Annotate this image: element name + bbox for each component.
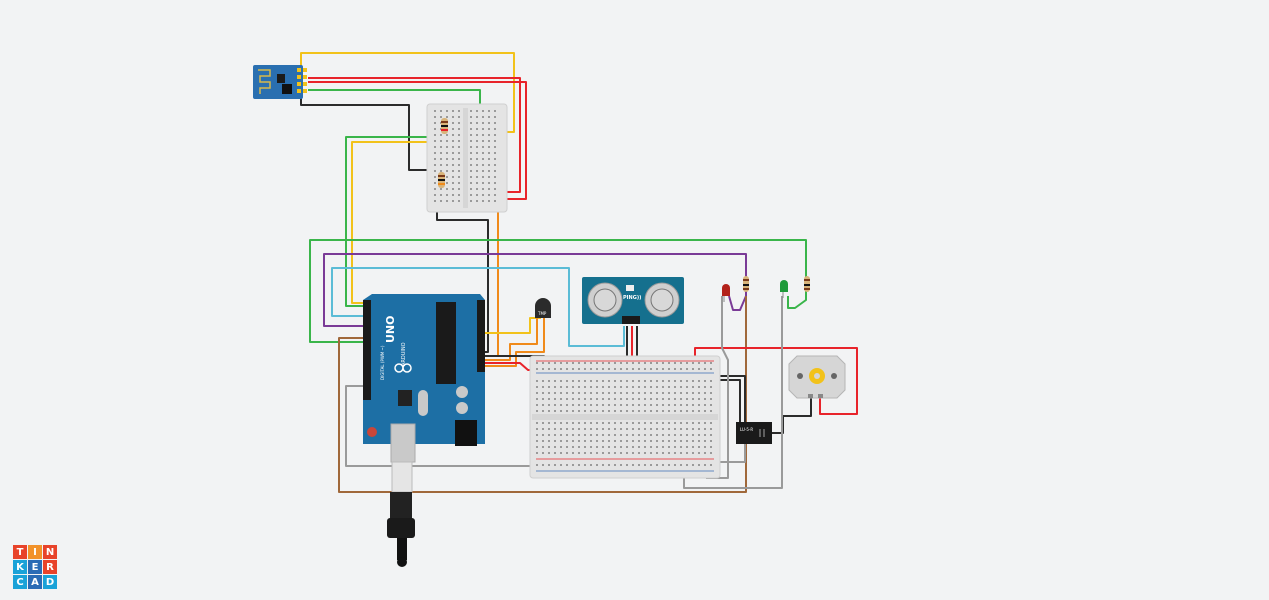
wire-gray-led <box>706 296 729 479</box>
tmp-sensor[interactable]: TMP <box>535 298 551 318</box>
wire-green-bb-arduino <box>345 136 438 307</box>
logo-letter: A <box>28 575 42 589</box>
esp8266-wifi-module[interactable] <box>253 65 307 99</box>
tinkercad-logo[interactable]: T I N K E R C A D <box>13 545 57 589</box>
wire-cyan-sensor <box>331 267 625 347</box>
ultrasonic-sensor[interactable]: PING)) <box>582 277 684 324</box>
arduino-uno-board[interactable]: UNO ARDUINO DIGITAL (PWM ~) <box>363 294 485 446</box>
logo-letter: I <box>28 545 42 559</box>
board-brand-label: ARDUINO <box>401 342 407 366</box>
wire-orange-tmp-2 <box>478 318 545 367</box>
resistor-2[interactable] <box>438 172 445 188</box>
digital-pins-label: DIGITAL (PWM ~) <box>380 345 385 380</box>
logo-letter: E <box>28 560 42 574</box>
logo-letter: R <box>43 560 57 574</box>
logo-letter: T <box>13 545 27 559</box>
reset-button[interactable] <box>367 427 377 437</box>
sensor-model-label: PING)) <box>623 295 641 301</box>
logo-letter: N <box>43 545 57 559</box>
wire-gray-gnd <box>345 385 545 467</box>
wire-black-motor <box>771 396 812 434</box>
resistor-1[interactable] <box>441 118 448 134</box>
wire-orange-tmp <box>478 318 538 361</box>
wire-black-esp <box>300 96 445 171</box>
usb-power-plug[interactable] <box>387 423 416 567</box>
wire-red-esp-1 <box>308 77 521 193</box>
small-breadboard[interactable] <box>426 103 508 213</box>
logo-letter: K <box>13 560 27 574</box>
board-name-label: UNO <box>384 316 397 344</box>
relay-label: LU-5-R <box>740 427 753 432</box>
green-led[interactable] <box>780 280 788 298</box>
wire-red-motor <box>694 347 858 415</box>
wire-purple-led <box>323 253 747 327</box>
wire-gray-relay <box>716 444 746 463</box>
led-resistor-red[interactable] <box>743 276 749 292</box>
red-led[interactable] <box>722 284 730 302</box>
wire-yellow-esp <box>300 52 515 133</box>
relay[interactable]: LU-5-R <box>736 422 772 444</box>
logo-letter: D <box>43 575 57 589</box>
main-breadboard[interactable] <box>529 355 721 479</box>
logo-letter: C <box>13 575 27 589</box>
wire-green-led <box>309 239 807 343</box>
wire-yellow-bb-arduino <box>351 141 458 304</box>
dc-motor[interactable] <box>788 355 846 399</box>
led-resistor-green[interactable] <box>804 276 810 292</box>
tmp-label: TMP <box>537 311 547 316</box>
